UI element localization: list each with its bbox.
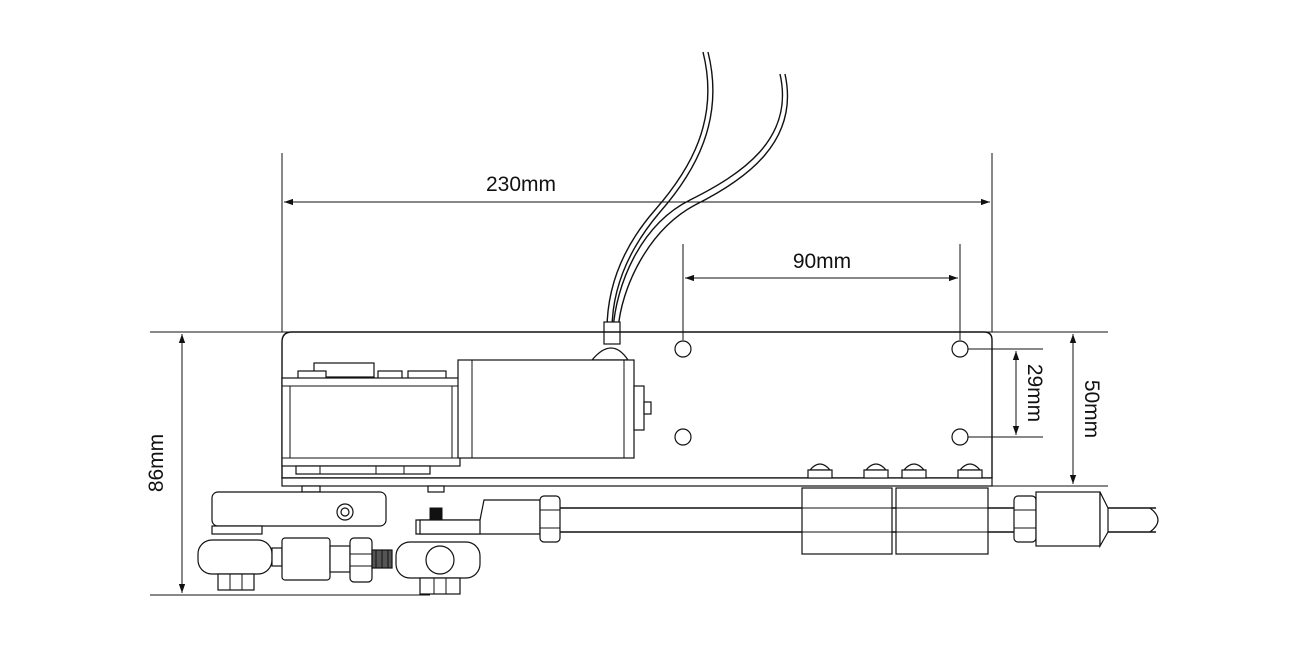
wire-1-outline bbox=[611, 51, 714, 331]
label-230mm: 230mm bbox=[486, 173, 556, 196]
crank-arm bbox=[211, 491, 387, 527]
mounting-hole-top-right bbox=[951, 340, 969, 358]
motor-end-cap bbox=[633, 385, 645, 431]
dimension-hole-spacing-vertical: 29mm bbox=[960, 348, 1046, 438]
motor-can bbox=[457, 359, 635, 459]
label-86mm: 86mm bbox=[145, 434, 168, 492]
wire-2-outline bbox=[617, 73, 789, 331]
cable-ferrule bbox=[1035, 491, 1101, 547]
dimension-plate-height: 50mm bbox=[992, 334, 1108, 487]
cable-clamp-block-right bbox=[895, 487, 989, 555]
turnbuckle-body bbox=[281, 537, 331, 581]
cable-end-cut bbox=[1149, 507, 1159, 533]
label-50mm: 50mm bbox=[1080, 380, 1103, 438]
motor-gearbox bbox=[281, 359, 652, 475]
mounting-plate bbox=[281, 331, 993, 487]
cable-nut-left bbox=[539, 495, 561, 543]
gearbox-housing bbox=[281, 377, 461, 467]
wire-1 bbox=[606, 51, 709, 331]
mounting-hole-top-left bbox=[674, 340, 692, 358]
wire-sleeve bbox=[603, 321, 621, 345]
motor-shaft bbox=[643, 401, 652, 415]
plate-base-strip bbox=[281, 477, 993, 487]
mounting-hole-bottom-right bbox=[951, 428, 969, 446]
turnbuckle-nut bbox=[349, 537, 373, 583]
gearbox-cap bbox=[313, 362, 375, 378]
wire-grommet bbox=[590, 347, 630, 361]
crank-linkage bbox=[197, 485, 541, 595]
base-screws bbox=[807, 463, 983, 479]
label-29mm: 29mm bbox=[1023, 364, 1046, 422]
clamp-screw bbox=[429, 507, 443, 521]
rod-end-right-nut bbox=[419, 577, 461, 595]
wire-2 bbox=[612, 73, 784, 331]
dimension-overall-length: 230mm bbox=[281, 153, 993, 332]
label-90mm: 90mm bbox=[793, 250, 851, 273]
rod-end-left-nut bbox=[217, 573, 255, 591]
dimension-hole-spacing-horizontal: 90mm bbox=[682, 244, 961, 340]
rod-end-left bbox=[197, 539, 273, 575]
lead-wires bbox=[590, 51, 789, 361]
output-cable-assembly bbox=[539, 487, 1159, 555]
cable-nut-right bbox=[1013, 495, 1037, 543]
mounting-hole-bottom-left bbox=[674, 428, 692, 446]
cable-clamp-block-left bbox=[801, 487, 893, 555]
